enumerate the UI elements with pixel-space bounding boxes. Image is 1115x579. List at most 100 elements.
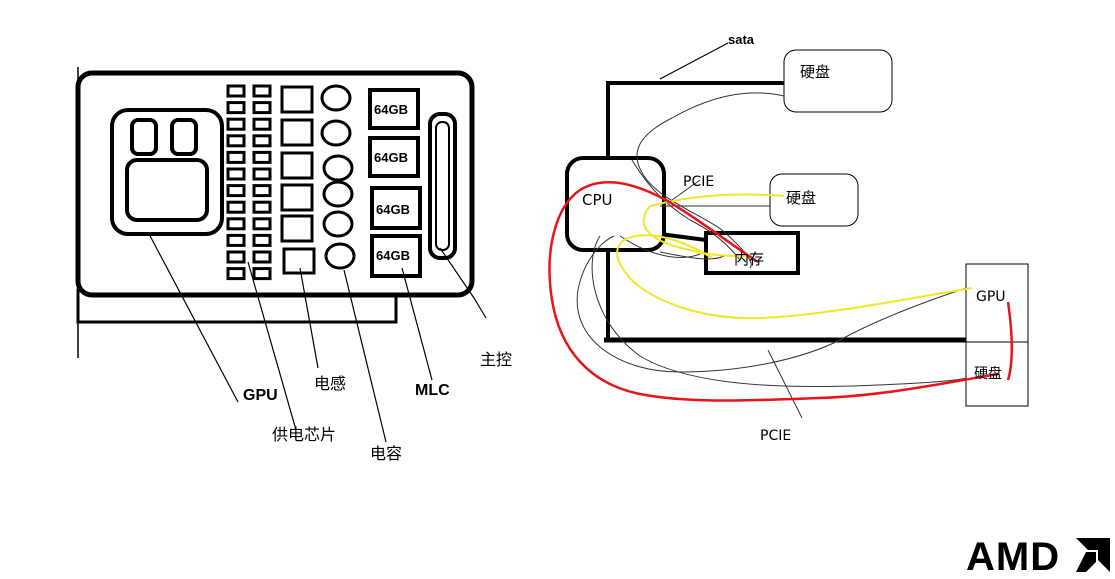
memory-chip-label: 64GB	[376, 202, 410, 217]
callout-pcie-top	[671, 179, 701, 201]
power-chip	[226, 84, 246, 98]
red-wires	[548, 181, 1014, 402]
capacitor-array	[320, 84, 356, 270]
power-chip	[252, 200, 272, 214]
label-disk-mid: 硬盘	[786, 189, 816, 207]
label-mlc: MLC	[415, 382, 450, 399]
wire-disk-bottom-to-cpu	[591, 235, 967, 388]
power-chip	[252, 167, 272, 181]
memory-chip	[370, 234, 422, 278]
label-pcie-top: PCIE	[683, 174, 714, 190]
inductor	[280, 214, 314, 243]
label-gpu-box: GPU	[976, 289, 1006, 305]
label-power-chip: 供电芯片	[272, 425, 336, 444]
red-wire-gpu-down	[1006, 301, 1014, 381]
amd-logo: AMD	[966, 535, 1110, 579]
label-cpu: CPU	[582, 191, 613, 209]
ssd-card-drawing: 64GB 64GB 64GB 64GB GPU 供电芯片 电感 电容 MLC 主…	[75, 67, 512, 463]
label-memory: 内存	[734, 250, 764, 268]
memory-chip	[368, 136, 420, 178]
gpu-box	[965, 263, 1029, 343]
memory-box	[704, 231, 800, 275]
gpu-pad-left	[130, 118, 158, 156]
power-chip	[252, 233, 272, 247]
controller-chip-inner	[435, 121, 450, 251]
disk-top	[783, 49, 893, 113]
label-gpu: GPU	[243, 387, 278, 404]
wire-cpu-inner	[631, 159, 741, 261]
power-chip	[252, 117, 272, 131]
power-chip	[226, 250, 246, 264]
memory-chip-array: 64GB 64GB 64GB 64GB	[368, 88, 422, 278]
red-wire-disk-cpu-memory	[548, 181, 999, 402]
label-sata: sata	[728, 32, 755, 47]
capacitor	[320, 84, 352, 112]
label-controller: 主控	[480, 350, 512, 369]
power-chip	[226, 267, 246, 281]
callout-mlc	[401, 267, 433, 381]
wire-cpu-memory-loop-2	[659, 251, 725, 260]
amd-arrow-icon	[1076, 538, 1110, 572]
amd-logo-text: AMD	[966, 535, 1060, 579]
yellow-wire-gpu-cpu	[616, 234, 973, 320]
memory-chip-label: 64GB	[376, 248, 410, 263]
yellow-wire-cpu-memory	[642, 205, 747, 257]
power-chip	[226, 150, 246, 164]
label-pcie-bottom: PCIE	[760, 428, 791, 444]
power-chip	[226, 101, 246, 115]
callout-lines	[147, 231, 487, 443]
callout-controller	[439, 247, 487, 319]
power-chip	[226, 200, 246, 214]
callout-gpu	[147, 231, 239, 403]
sata-callout-line	[659, 42, 729, 80]
capacitor	[324, 242, 356, 270]
capacitor	[322, 154, 354, 182]
power-chip	[226, 167, 246, 181]
callout-power-chip	[247, 261, 297, 431]
wire-cpu-memory-loop	[619, 235, 701, 258]
power-chip	[252, 217, 272, 231]
inductor	[282, 247, 316, 275]
inductor-array	[280, 85, 316, 275]
power-chip	[226, 117, 246, 131]
controller-chip	[428, 112, 457, 260]
power-chip	[252, 84, 272, 98]
thin-wires	[576, 92, 967, 419]
label-capacitor: 电容	[370, 444, 402, 463]
inductor	[280, 151, 314, 180]
capacitor	[322, 180, 354, 208]
memory-chip-label: 64GB	[374, 150, 408, 165]
callout-pcie-bottom	[767, 349, 803, 419]
label-disk-bottom: 硬盘	[974, 365, 1002, 382]
power-chip	[252, 250, 272, 264]
label-disk-top: 硬盘	[800, 63, 830, 81]
power-chip	[252, 184, 272, 198]
disk-mid	[769, 173, 859, 227]
card-board	[75, 70, 475, 298]
callout-capacitor	[343, 269, 387, 443]
memory-chip	[370, 186, 422, 230]
power-chip	[226, 233, 246, 247]
sata-bus	[606, 81, 784, 159]
memory-chip	[368, 88, 420, 130]
power-chip	[226, 134, 246, 148]
gpu-package	[110, 108, 224, 236]
wire-disk-top-to-memory	[636, 92, 785, 269]
gpu-die	[125, 158, 209, 222]
power-chip	[252, 134, 272, 148]
power-chip	[226, 217, 246, 231]
power-chip-array	[226, 84, 272, 281]
label-inductor: 电感	[314, 374, 346, 393]
memory-chip-label: 64GB	[374, 102, 408, 117]
power-chip	[226, 184, 246, 198]
yellow-wires	[616, 193, 973, 320]
gpu-pad-right	[170, 118, 198, 156]
inductor	[280, 85, 314, 114]
capacitor	[322, 210, 354, 238]
callout-inductor	[299, 267, 319, 369]
system-diagram: sata 硬盘 硬盘 CPU	[548, 32, 1029, 444]
inductor	[280, 183, 314, 212]
inductor	[280, 118, 314, 147]
power-chip	[252, 150, 272, 164]
